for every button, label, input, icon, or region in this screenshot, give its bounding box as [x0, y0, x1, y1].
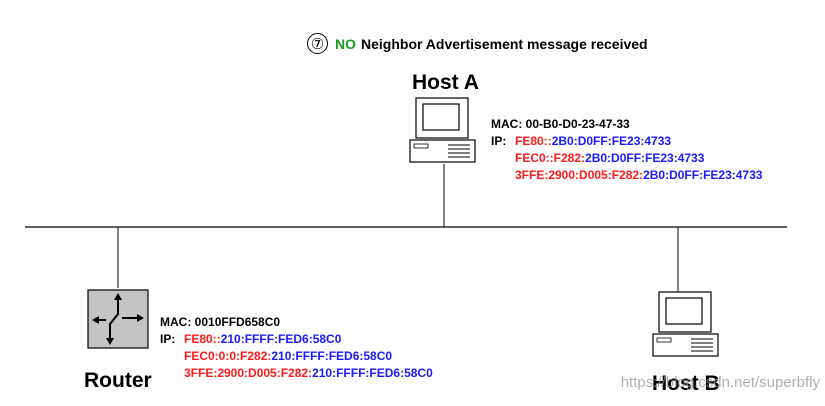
ip-prefix: FE80::	[184, 332, 221, 346]
router-ip-row-0: IP: FE80::210:FFFF:FED6:58C0	[160, 331, 433, 348]
router-ip-row-1: FEC0:0:0:F282:210:FFFF:FED6:58C0	[160, 348, 433, 365]
ip-prefix: FEC0::F282:	[515, 151, 586, 165]
mac-label: MAC:	[160, 315, 192, 329]
host-b-computer-icon	[652, 291, 719, 357]
ip-label: IP:	[160, 332, 176, 346]
caption-highlight: NO	[335, 35, 356, 52]
caption-text: Neighbor Advertisement message received	[361, 35, 648, 52]
ip-suffix: 210:FFFF:FED6:58C0	[271, 349, 393, 363]
ip-suffix: 2B0:D0FF:FE23:4733	[551, 134, 672, 148]
host-a-info: MAC: 00-B0-D0-23-47-33 IP: FE80::2B0:D0FF…	[491, 116, 762, 184]
step-number-badge: ⑦	[307, 33, 328, 54]
host-a-ip-row-0: IP: FE80::2B0:D0FF:FE23:4733	[491, 133, 762, 150]
ip-prefix: 3FFE:2900:D005:F282:	[184, 366, 313, 380]
watermark: https://blog.csdn.net/superbfly	[620, 374, 820, 391]
step-number: ⑦	[310, 35, 325, 53]
ip-suffix: 210:FFFF:FED6:58C0	[312, 366, 433, 380]
mac-label: MAC:	[491, 117, 523, 131]
step-caption: ⑦ NO Neighbor Advertisement message rece…	[307, 33, 648, 54]
ip-prefix: FEC0:0:0:F282:	[184, 349, 272, 363]
host-a-ip-row-1: FEC0::F282:2B0:D0FF:FE23:4733	[491, 150, 762, 167]
router-mac-row: MAC: 0010FFD658C0	[160, 314, 433, 331]
router-mac: 0010FFD658C0	[194, 315, 281, 329]
router-title: Router	[84, 369, 152, 392]
ip-suffix: 2B0:D0FF:FE23:4733	[643, 168, 763, 182]
host-a-mac: 00-B0-D0-23-47-33	[525, 117, 630, 131]
host-a-ip-row-2: 3FFE:2900:D005:F282:2B0:D0FF:FE23:4733	[491, 167, 762, 184]
router-info: MAC: 0010FFD658C0 IP: FE80::210:FFFF:FED6…	[160, 314, 433, 382]
ip-prefix: 3FFE:2900:D005:F282:	[515, 168, 644, 182]
host-b-title: Host B	[652, 372, 720, 395]
ip-suffix: 210:FFFF:FED6:58C0	[220, 332, 342, 346]
ip-label: IP:	[491, 134, 507, 148]
router-ip-row-2: 3FFE:2900:D005:F282:210:FFFF:FED6:58C0	[160, 365, 433, 382]
host-a-mac-row: MAC: 00-B0-D0-23-47-33	[491, 116, 762, 133]
ip-suffix: 2B0:D0FF:FE23:4733	[585, 151, 705, 165]
host-a-computer-icon	[409, 97, 476, 163]
router-icon	[87, 289, 149, 349]
host-a-title: Host A	[412, 71, 479, 94]
ip-prefix: FE80::	[515, 134, 552, 148]
